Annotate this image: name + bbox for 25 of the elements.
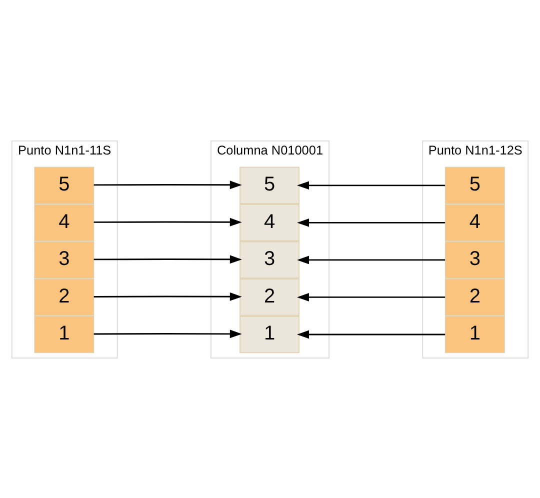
node-box: 4 [240,204,300,241]
node-box: 1 [34,315,94,353]
arrow [296,180,446,190]
node-box: 4 [444,204,505,241]
node-box: 2 [34,278,94,316]
node-box: 2 [240,278,300,316]
node-box: 3 [444,240,505,278]
node-box: 1 [444,315,505,353]
arrow [94,217,242,226]
node-box: 5 [444,166,505,204]
node-box: 5 [34,166,94,204]
arrow [94,329,242,338]
node-box: 5 [240,166,300,204]
arrow [296,330,446,338]
arrow [94,254,242,264]
arrow [296,218,446,226]
arrow [94,180,242,189]
arrow [94,292,242,300]
arrow [296,292,446,301]
arrow [296,255,446,264]
node-box: 3 [34,240,94,278]
node-box: 1 [240,315,300,353]
node-box: 2 [444,278,505,316]
node-box: 4 [34,204,94,241]
node-box: 3 [240,240,300,278]
